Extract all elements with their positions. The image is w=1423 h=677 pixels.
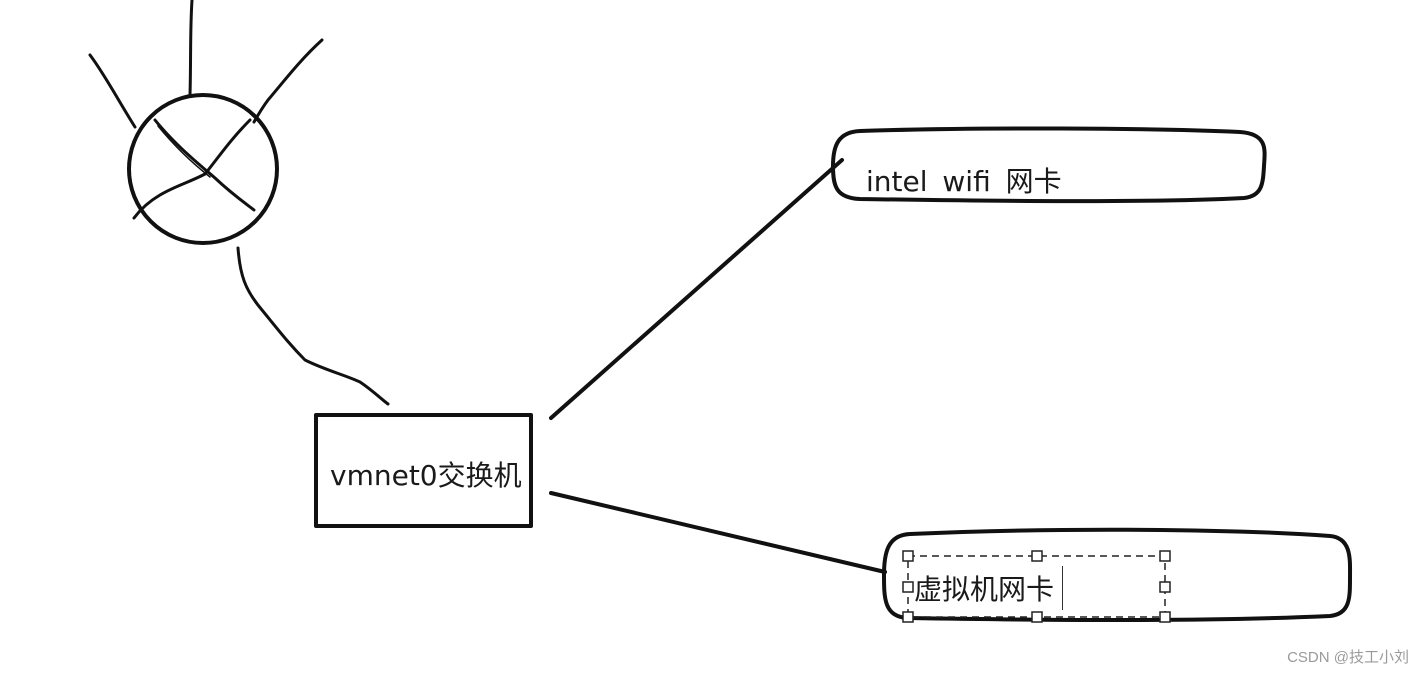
resize-handle-middle-right[interactable] — [1159, 581, 1171, 593]
router-antenna-top — [188, 0, 194, 97]
resize-handle-top-left[interactable] — [902, 550, 914, 562]
switch-label: vmnet0交换机 — [330, 459, 522, 492]
router-to-switch-cable — [236, 246, 390, 406]
router-antenna-right — [252, 38, 324, 124]
router-antenna-left — [88, 53, 137, 129]
router-icon — [88, 0, 324, 245]
resize-handle-top-middle[interactable] — [1031, 550, 1043, 562]
text-cursor — [1062, 566, 1063, 610]
resize-handle-middle-left[interactable] — [902, 581, 914, 593]
text-selection-frame[interactable] — [902, 550, 1171, 623]
switch-to-vm-line — [549, 491, 887, 574]
wifi-nic-shape — [831, 126, 1267, 204]
switch-to-wifi-line — [549, 158, 844, 420]
resize-handle-bottom-middle[interactable] — [1031, 611, 1043, 623]
router-cross-line-a — [153, 118, 256, 212]
resize-handle-top-right[interactable] — [1159, 550, 1171, 562]
router-cross-line-a2 — [157, 125, 211, 178]
router-cross-line-b — [132, 118, 252, 220]
resize-handle-bottom-right[interactable] — [1159, 611, 1171, 623]
vm-nic-label[interactable]: 虚拟机网卡 — [914, 573, 1055, 606]
resize-handle-bottom-left[interactable] — [902, 611, 914, 623]
watermark: CSDN @技工小刘 — [1287, 649, 1409, 666]
wifi-nic-label: intel wifi 网卡 — [866, 165, 1062, 198]
router-circle — [127, 93, 279, 245]
vm-nic-shape — [882, 527, 1353, 622]
switch-box — [314, 413, 533, 528]
